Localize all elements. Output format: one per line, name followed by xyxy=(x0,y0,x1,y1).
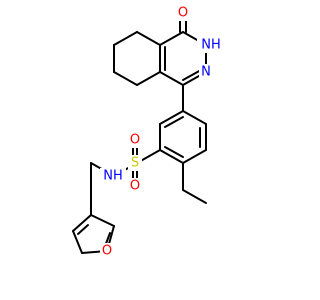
bond xyxy=(90,214,115,227)
atom-furan-o: O xyxy=(100,243,114,259)
atom-label: NH xyxy=(201,38,221,53)
bond xyxy=(77,224,89,235)
bond xyxy=(182,149,207,164)
bond xyxy=(113,71,138,86)
atom-sulfonyl-o2: O xyxy=(128,178,142,194)
atom-ketone-o: O xyxy=(176,5,190,21)
bond xyxy=(159,71,184,86)
bond xyxy=(113,31,138,46)
bond xyxy=(136,31,161,46)
bond xyxy=(164,116,184,128)
atom-label: O xyxy=(102,244,112,259)
bond xyxy=(159,31,184,46)
atom-sulfonamide-nh: NH xyxy=(100,168,126,184)
atom-ring-n: N xyxy=(199,64,213,80)
atom-sulfonyl-o1: O xyxy=(128,132,142,148)
bond xyxy=(182,189,207,204)
atom-label: O xyxy=(130,133,140,148)
atom-lactam-nh: NH xyxy=(197,37,221,53)
molecule-canvas: O NH N NH S O O O xyxy=(72,5,221,259)
bond xyxy=(136,71,161,86)
atom-label: NH xyxy=(103,169,123,184)
atom-label: O xyxy=(130,179,140,194)
atom-sulfonyl-s: S xyxy=(128,155,142,171)
bond xyxy=(72,214,92,232)
bond xyxy=(72,230,83,254)
bond xyxy=(182,110,207,125)
atom-label: N xyxy=(201,65,211,80)
bond xyxy=(159,149,184,164)
atom-label: O xyxy=(178,6,188,21)
atom-label: S xyxy=(131,156,139,171)
bond xyxy=(182,69,202,81)
bond xyxy=(159,110,184,125)
bond xyxy=(164,146,184,158)
molecule-structure: O NH N NH S O O O xyxy=(72,5,221,259)
